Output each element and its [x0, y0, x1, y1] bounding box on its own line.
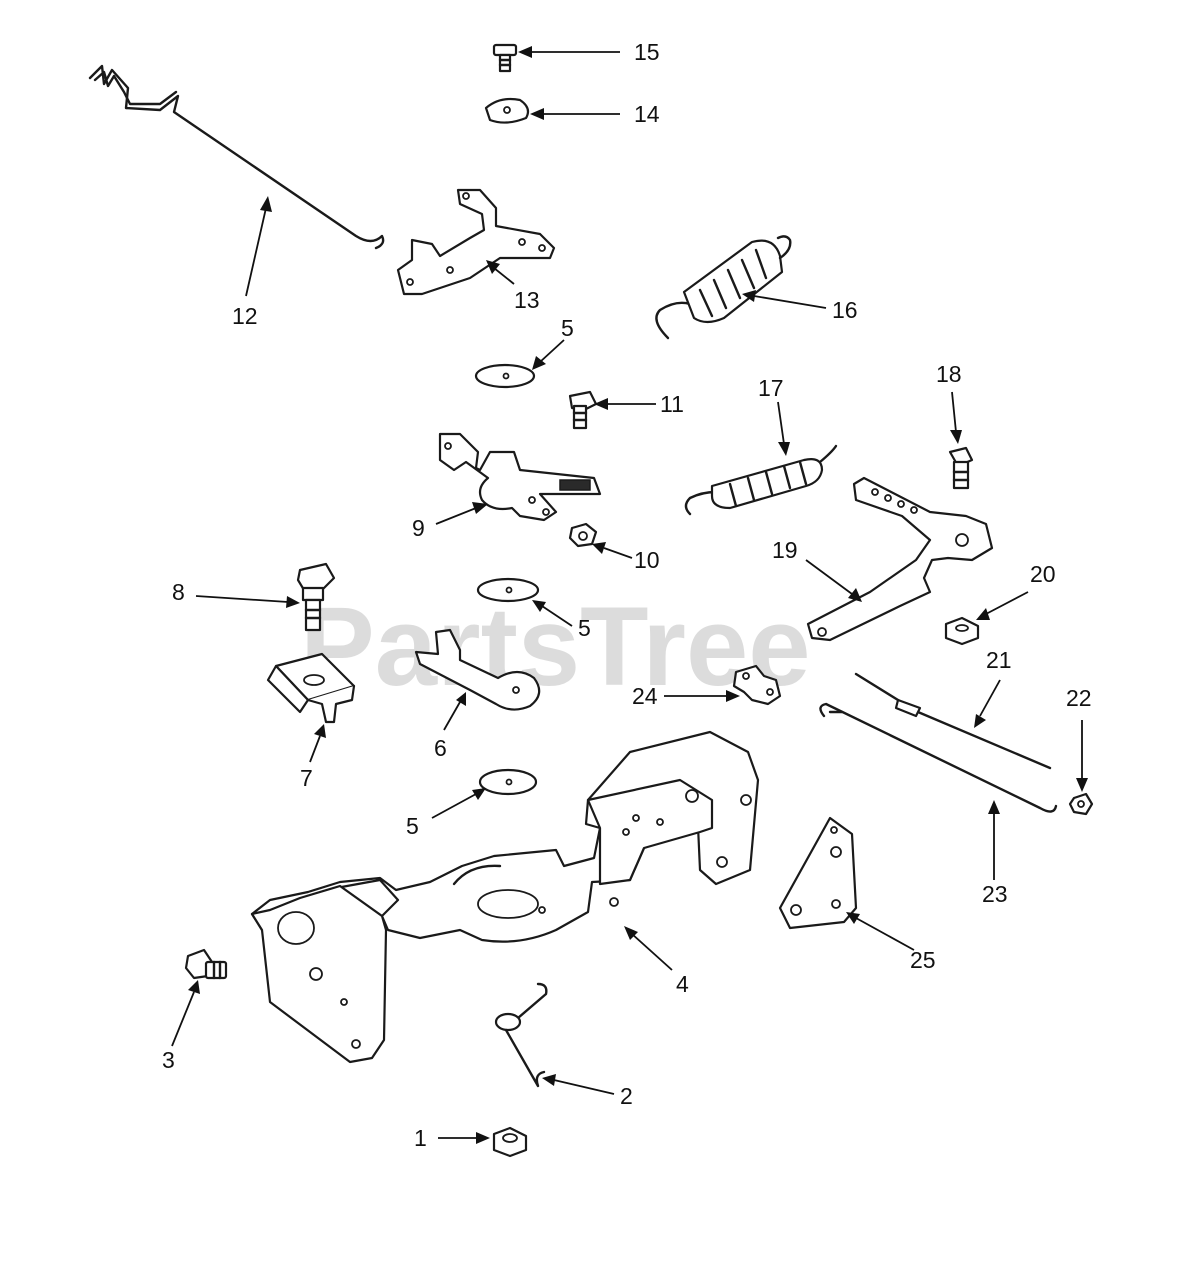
callout-23[interactable]: 23 — [982, 881, 1008, 907]
part-19-governor-lever[interactable] — [806, 476, 994, 642]
part-25-mounting-bracket[interactable] — [778, 816, 858, 930]
leader-lines — [171, 46, 1088, 1144]
callout-20[interactable]: 20 — [1030, 561, 1056, 587]
callout-10[interactable]: 10 — [634, 547, 660, 573]
callout-13[interactable]: 13 — [514, 287, 540, 313]
watermark-text: PartsTree — [300, 584, 811, 709]
part-22-nut[interactable] — [1068, 792, 1094, 816]
part-18-bolt[interactable] — [948, 446, 974, 490]
callout-4[interactable]: 4 — [676, 971, 689, 997]
callout-5-lower[interactable]: 5 — [406, 813, 419, 839]
part-9-throttle-lever[interactable] — [438, 432, 602, 522]
part-11-screw[interactable] — [568, 390, 598, 430]
callout-25[interactable]: 25 — [910, 947, 936, 973]
callout-21[interactable]: 21 — [986, 647, 1012, 673]
callout-24[interactable]: 24 — [632, 683, 658, 709]
callout-8[interactable]: 8 — [172, 579, 185, 605]
callout-15[interactable]: 15 — [634, 39, 660, 65]
callout-17[interactable]: 17 — [758, 375, 784, 401]
part-20-hex-nut[interactable] — [944, 616, 980, 646]
part-16-extension-spring[interactable] — [655, 235, 792, 340]
callout-16[interactable]: 16 — [832, 297, 858, 323]
part-1-hex-nut[interactable] — [492, 1126, 528, 1158]
part-23-throttle-link-rod[interactable] — [819, 702, 1058, 813]
part-5-flat-washer-top[interactable] — [474, 363, 536, 389]
part-2-wire-spring-clip[interactable] — [494, 982, 548, 1088]
part-10-lock-nut[interactable] — [568, 522, 598, 548]
callout-5-top[interactable]: 5 — [561, 315, 574, 341]
callout-18[interactable]: 18 — [936, 361, 962, 387]
part-6-choke-lever[interactable] — [414, 628, 541, 711]
part-17-governor-spring[interactable] — [684, 444, 838, 516]
part-13-control-plate[interactable] — [396, 188, 556, 296]
callout-3[interactable]: 3 — [162, 1047, 175, 1073]
callout-5-middle[interactable]: 5 — [578, 615, 591, 641]
callout-7[interactable]: 7 — [300, 765, 313, 791]
part-12-choke-link-rod[interactable] — [88, 64, 385, 250]
part-8-pivot-stud[interactable] — [296, 562, 336, 632]
part-5-flat-washer-lower[interactable] — [478, 768, 538, 796]
callout-1[interactable]: 1 — [414, 1125, 427, 1151]
callout-labels: 15 14 12 13 16 5 11 17 18 9 10 19 20 8 5… — [162, 39, 1092, 1151]
part-21-governor-spring-link[interactable] — [854, 672, 1052, 770]
callout-19[interactable]: 19 — [772, 537, 798, 563]
callout-11[interactable]: 11 — [660, 391, 684, 417]
part-3-shoulder-bolt[interactable] — [184, 948, 228, 980]
part-24-clamp[interactable] — [732, 664, 782, 706]
callout-22[interactable]: 22 — [1066, 685, 1092, 711]
callout-2[interactable]: 2 — [620, 1083, 633, 1109]
part-14-washer[interactable] — [484, 97, 530, 124]
part-5-flat-washer-middle[interactable] — [476, 577, 540, 603]
callout-12[interactable]: 12 — [232, 303, 258, 329]
callout-6[interactable]: 6 — [434, 735, 447, 761]
part-4-control-bracket[interactable] — [250, 730, 760, 1064]
callout-14[interactable]: 14 — [634, 101, 660, 127]
part-15-screw[interactable] — [492, 43, 518, 73]
callout-9[interactable]: 9 — [412, 515, 425, 541]
part-7-cable-clamp[interactable] — [266, 652, 356, 724]
